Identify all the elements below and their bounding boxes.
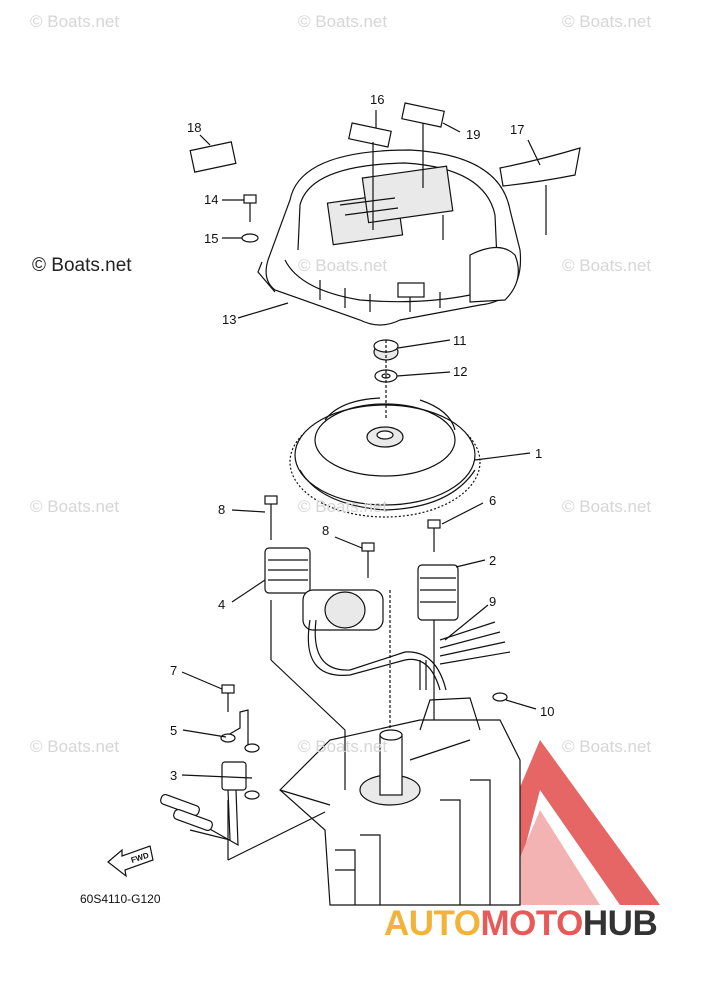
fwd-arrow: FWD: [107, 845, 154, 878]
callout-number: 14: [204, 192, 219, 207]
bracket-and-relay: [160, 709, 260, 847]
bolts: [221, 194, 441, 712]
callout-number: 9: [489, 594, 497, 609]
callout-number: 19: [466, 127, 481, 142]
leader-lines: [181, 110, 547, 861]
callout-number: 15: [204, 231, 219, 246]
callout-number: 10: [540, 704, 555, 719]
callout-number: 1: [535, 446, 543, 461]
watermark: © Boats.net: [562, 497, 652, 516]
watermark: © Boats.net: [30, 497, 120, 516]
drawing-code: 60S4110-G120: [80, 892, 161, 906]
brand-part-auto: AUTO: [384, 904, 481, 943]
callout-number: 6: [489, 493, 497, 508]
powerhead: [279, 692, 521, 906]
brand-part-moto: MOTO: [480, 904, 584, 943]
watermark: © Boats.net: [562, 737, 652, 756]
callout-number: 8: [322, 523, 330, 538]
watermark: © Boats.net: [298, 12, 388, 31]
watermark: © Boats.net: [562, 12, 652, 31]
watermark: © Boats.net: [562, 256, 652, 275]
watermark: © Boats.net: [298, 256, 388, 275]
watermark: © Boats.net: [298, 497, 388, 516]
callout-number: 11: [453, 333, 467, 348]
callout-number: 3: [170, 768, 178, 783]
watermark-prominent: © Boats.net: [32, 255, 132, 276]
flywheel: [289, 397, 481, 518]
callout-number: 16: [370, 92, 385, 107]
callout-number: 4: [218, 597, 226, 612]
callout-number: 5: [170, 723, 178, 738]
watermark: © Boats.net: [30, 12, 120, 31]
callout-number: 18: [187, 120, 202, 135]
flywheel-cover: [257, 149, 522, 326]
callout-number: 7: [170, 663, 178, 678]
callout-number: 8: [218, 502, 226, 517]
brand-part-hub: HUB: [582, 904, 658, 943]
callout-number: 17: [510, 122, 525, 137]
watermark: © Boats.net: [298, 737, 388, 756]
watermark: © Boats.net: [30, 737, 120, 756]
decal-labels: [189, 102, 581, 187]
brand-wordmark: AUTOMOTOHUB: [384, 904, 658, 944]
callout-number: 13: [222, 312, 237, 327]
stator-coils: [264, 547, 511, 691]
callout-number: 2: [489, 553, 497, 568]
callout-number: 12: [453, 364, 468, 379]
